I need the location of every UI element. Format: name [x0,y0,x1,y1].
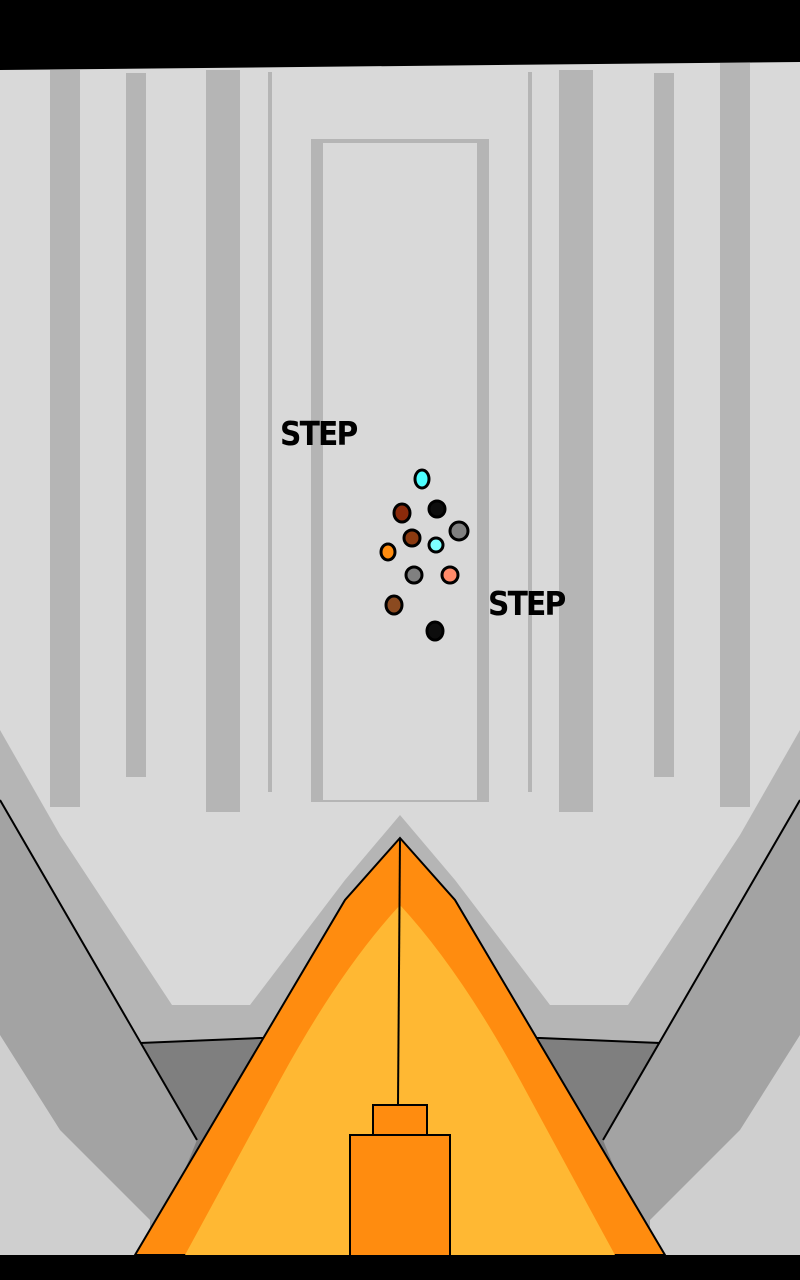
enemy-particle [427,536,445,554]
enemy-particle [404,565,424,585]
enemy-particle [392,502,412,524]
enemy-particle [379,542,397,562]
enemy-particle [425,620,445,642]
left-side-panel [0,799,198,1255]
enemy-particle [427,499,447,519]
door [323,143,477,800]
step-sound-label-right: STEP [488,584,566,623]
pillar [654,73,674,777]
enemy-particle [384,594,404,616]
pillar [528,72,532,792]
step-sound-label-left: STEP [280,414,358,453]
enemy-particle [413,468,431,490]
enemy-particle [440,565,460,585]
top-letterbox [0,0,800,70]
pillar [720,63,750,807]
enemy-particle [402,528,422,548]
right-side-panel [602,799,800,1255]
pillar [268,72,272,792]
pillar [50,70,80,807]
pillar [126,73,146,777]
back-wall-pillars [50,63,750,812]
enemy-particle-swarm [379,468,470,642]
ship-turret [372,1104,428,1136]
bottom-letterbox [0,1255,800,1280]
ship-cannon [349,1134,451,1258]
player-ship [133,836,667,1258]
pillar [206,70,240,812]
enemy-particle [448,520,470,542]
pillar [559,70,593,812]
